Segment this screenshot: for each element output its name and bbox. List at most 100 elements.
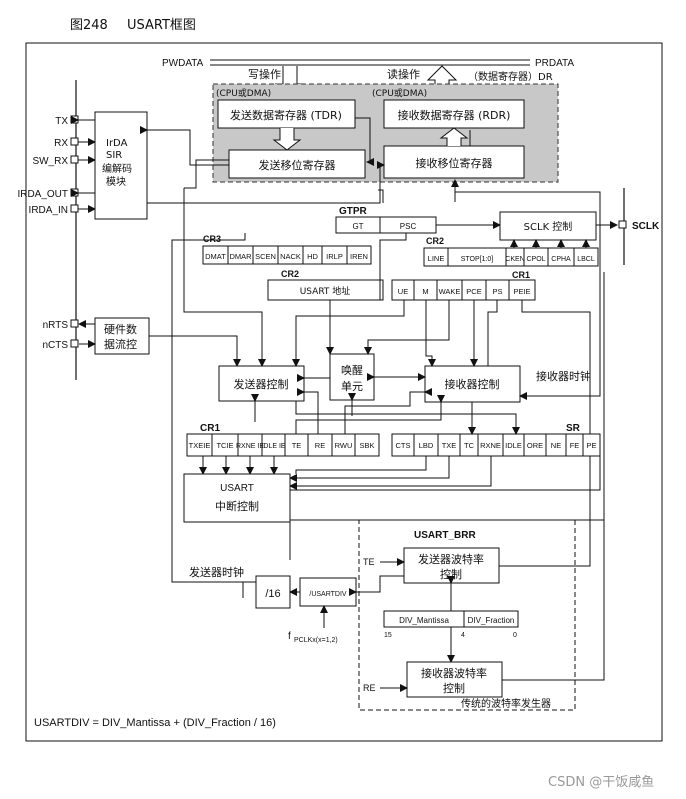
wakeup-unit-block bbox=[329, 353, 375, 401]
rx-shift-register-block bbox=[383, 145, 525, 179]
cr2-field-line: LINE bbox=[428, 254, 445, 263]
brr-bit-4: 4 bbox=[461, 632, 465, 639]
cpu-dma-read-label: (CPU或DMA) bbox=[372, 87, 427, 99]
pin-rx: RX bbox=[54, 137, 79, 149]
usartdiv-formula: USARTDIV = DIV_Mantissa + (DIV_Fraction … bbox=[34, 717, 276, 729]
receiver-clock-label: 接收器时钟 bbox=[536, 369, 591, 383]
cr3-field-dmar: DMAR bbox=[229, 252, 252, 261]
cr2-addr-name: CR2 bbox=[281, 269, 299, 279]
cr1-field-peie: PEIE bbox=[513, 287, 530, 296]
re-input-label: RE bbox=[363, 683, 376, 693]
cr1-field-ps: PS bbox=[492, 287, 502, 296]
te-input-label: TE bbox=[363, 557, 375, 567]
pin-sw-rx-label: SW_RX bbox=[32, 156, 68, 167]
data-register-label: （数据寄存器）DR bbox=[468, 70, 553, 83]
brr-register: DIV_Mantissa DIV_Fraction bbox=[383, 610, 519, 628]
sr-register: CTS LBD TXE TC RXNE IDLE ORE NE FE PE bbox=[391, 433, 601, 457]
cr1-top-register: UE M WAKE PCE PS PEIE bbox=[391, 279, 536, 301]
cr1-field-sbk: SBK bbox=[359, 441, 374, 450]
baud-rate-generator-region bbox=[358, 519, 576, 711]
sclk-control-label: SCLK 控制 bbox=[524, 220, 573, 233]
cr2-field-cken: CKEN bbox=[505, 256, 524, 263]
pin-irda-in: IRDA_IN bbox=[29, 204, 79, 216]
transmitter-control-block bbox=[218, 365, 305, 402]
pin-ncts-label: nCTS bbox=[42, 340, 68, 351]
legacy-baud-generator-label: 传统的波特率发生器 bbox=[461, 697, 551, 710]
cr3-name: CR3 bbox=[203, 234, 221, 244]
cr1-field-tcie: TCIE bbox=[216, 441, 233, 450]
cr1-field-idleie: IDLE IE bbox=[261, 443, 285, 450]
usart-interrupt-line-1: USART bbox=[220, 483, 254, 494]
read-op-label: 读操作 bbox=[387, 67, 420, 81]
figure-title: USART框图 bbox=[127, 18, 196, 33]
rdr-block bbox=[383, 99, 525, 129]
tx-shift-register-block bbox=[228, 149, 366, 179]
hw-flow-line-1: 硬件数 bbox=[104, 323, 137, 336]
pin-nrts: nRTS bbox=[43, 319, 79, 331]
usart-brr-title: USART_BRR bbox=[414, 530, 476, 541]
transmitter-clock-label: 发送器时钟 bbox=[189, 565, 244, 579]
write-op-label: 写操作 bbox=[248, 67, 281, 81]
pin-nrts-label: nRTS bbox=[43, 320, 69, 331]
tx-baud-line-1: 发送器波特率 bbox=[418, 552, 484, 566]
sr-name: SR bbox=[566, 423, 581, 434]
usartdiv-label: /USARTDIV bbox=[309, 591, 347, 598]
sr-field-ore: ORE bbox=[527, 441, 543, 450]
irda-sir-block bbox=[94, 111, 148, 220]
wakeup-line-1: 唤醒 bbox=[341, 363, 363, 377]
tx-shift-register-label: 发送移位寄存器 bbox=[259, 158, 336, 172]
pin-irda-out-label: IRDA_OUT bbox=[17, 189, 68, 200]
sr-field-lbd: LBD bbox=[419, 441, 434, 450]
cr3-field-irlp: IRLP bbox=[326, 252, 343, 261]
prdata-label: PRDATA bbox=[535, 58, 574, 69]
gtpr-field-gt: GT bbox=[352, 222, 363, 231]
sr-field-ne: NE bbox=[551, 441, 561, 450]
cr3-field-hd: HD bbox=[307, 252, 318, 261]
gtpr-field-psc: PSC bbox=[400, 222, 417, 231]
cr2-field-lbcl: LBCL bbox=[577, 256, 595, 263]
irda-line-4: 模块 bbox=[106, 176, 126, 188]
cr3-field-scen: SCEN bbox=[255, 252, 276, 261]
cr1-field-m: M bbox=[422, 287, 428, 296]
cr1-field-wake: WAKE bbox=[439, 287, 461, 296]
pin-sclk-label: SCLK bbox=[632, 221, 660, 232]
hw-flow-control-block bbox=[94, 317, 150, 355]
cr2-top-name: CR2 bbox=[426, 236, 444, 246]
irda-line-3: 编解码 bbox=[102, 162, 132, 175]
cr1-bottom-name: CR1 bbox=[200, 423, 220, 434]
cr1-field-pce: PCE bbox=[466, 287, 481, 296]
cr3-register: DMAT DMAR SCEN NACK HD IRLP IREN bbox=[202, 245, 372, 265]
brr-bit-15: 15 bbox=[384, 632, 392, 639]
gtpr-name: GTPR bbox=[339, 206, 368, 217]
cr1-field-txeie: TXEIE bbox=[189, 441, 211, 450]
brr-field-mantissa: DIV_Mantissa bbox=[399, 616, 449, 625]
sr-field-pe: PE bbox=[586, 441, 596, 450]
pwdata-label: PWDATA bbox=[162, 58, 204, 69]
div16-block bbox=[255, 575, 291, 609]
cpu-dma-write-label: (CPU或DMA) bbox=[216, 87, 271, 99]
pin-sclk bbox=[618, 220, 627, 229]
cr2-top-register: LINE STOP[1:0] CKEN CPOL CPHA LBCL bbox=[423, 247, 599, 267]
cr1-field-rwu: RWU bbox=[335, 441, 353, 450]
hw-flow-line-2: 据流控 bbox=[104, 337, 137, 351]
brr-field-fraction: DIV_Fraction bbox=[468, 616, 515, 625]
cr1-bottom-register: TXEIE TCIE RXNE IE IDLE IE TE RE RWU SBK bbox=[186, 433, 380, 457]
cr3-field-nack: NACK bbox=[280, 252, 301, 261]
usartdiv-block bbox=[299, 577, 357, 607]
rx-baud-line-2: 控制 bbox=[443, 681, 465, 695]
sr-field-rxne: RXNE bbox=[480, 441, 501, 450]
pin-tx-label: TX bbox=[55, 116, 68, 127]
usart-address-label: USART 地址 bbox=[300, 285, 351, 297]
sr-field-fe: FE bbox=[570, 441, 580, 450]
cr1-field-te: TE bbox=[292, 441, 302, 450]
usart-interrupt-control-block bbox=[183, 473, 291, 523]
sr-field-idle: IDLE bbox=[505, 441, 522, 450]
tdr-block bbox=[217, 99, 356, 129]
cr2-field-stop: STOP[1:0] bbox=[461, 256, 494, 263]
watermark: CSDN @干饭咸鱼 bbox=[548, 774, 654, 790]
fpclk-label: f bbox=[288, 631, 291, 642]
tdr-label: 发送数据寄存器 (TDR) bbox=[230, 108, 342, 122]
cr2-field-cpol: CPOL bbox=[526, 256, 545, 263]
transmitter-control-label: 发送器控制 bbox=[234, 377, 289, 391]
brr-bit-0: 0 bbox=[513, 632, 517, 639]
